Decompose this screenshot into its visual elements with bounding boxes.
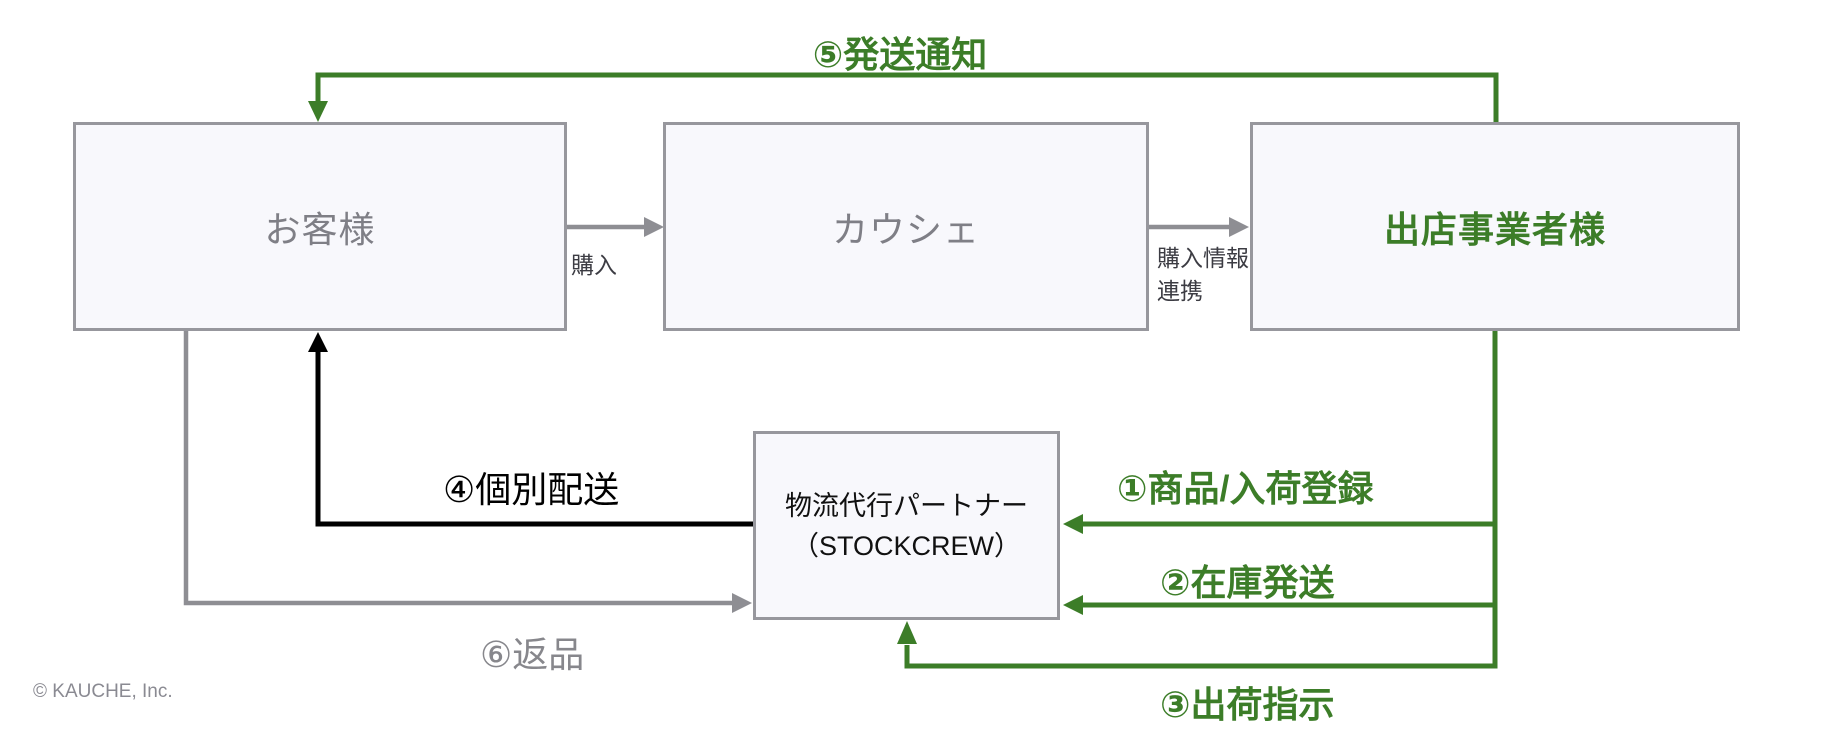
node-merchant: 出店事業者様 [1250, 122, 1740, 331]
label-purchase-info-line1: 購入情報 [1157, 245, 1249, 271]
node-logistics-label-line2: （STOCKCREW） [791, 530, 1021, 561]
node-merchant-label: 出店事業者様 [1383, 208, 1606, 250]
label-purchase-info-line2: 連携 [1157, 278, 1203, 304]
step2-arrowhead-left-icon [1063, 595, 1083, 615]
step1-arrowhead-left-icon [1063, 514, 1083, 534]
node-kauche: カウシェ [663, 122, 1149, 331]
step6-returns-line [183, 331, 733, 606]
label-step2-stock-shipping: ②在庫発送 [1160, 562, 1335, 603]
label-step3-shipping-instruction: ③出荷指示 [1160, 684, 1335, 725]
step4-delivery-line [315, 351, 753, 527]
label-purchase-info: 購入情報 連携 [1157, 242, 1249, 308]
step3-arrowhead-up-icon [897, 621, 917, 644]
step6-arrowhead-right-icon [732, 593, 752, 613]
label-step1-product-registration: ①商品/入荷登録 [1117, 468, 1374, 509]
label-step5-shipping-notice: ⑤発送通知 [812, 34, 988, 75]
purchase-info-arrowhead-right-icon [1229, 217, 1249, 237]
step3-shipping-instruction-line [904, 331, 1498, 669]
label-purchase: 購入 [571, 252, 617, 278]
node-logistics-label-line1: 物流代行パートナー [785, 490, 1028, 521]
label-step6-returns: ⑥返品 [480, 634, 585, 675]
copyright-text: © KAUCHE, Inc. [33, 681, 173, 702]
node-kauche-label: カウシェ [831, 208, 980, 250]
step5-shipping-notice-line [315, 72, 1499, 123]
node-customer: お客様 [73, 122, 567, 331]
step4-arrowhead-up-icon [308, 332, 328, 352]
step5-arrowhead-down-icon [308, 101, 328, 122]
purchase-arrowhead-right-icon [644, 217, 664, 237]
node-logistics-partner: 物流代行パートナー （STOCKCREW） [753, 431, 1060, 620]
node-customer-label: お客様 [264, 208, 376, 250]
label-step4-individual-delivery: ④個別配送 [443, 469, 620, 510]
